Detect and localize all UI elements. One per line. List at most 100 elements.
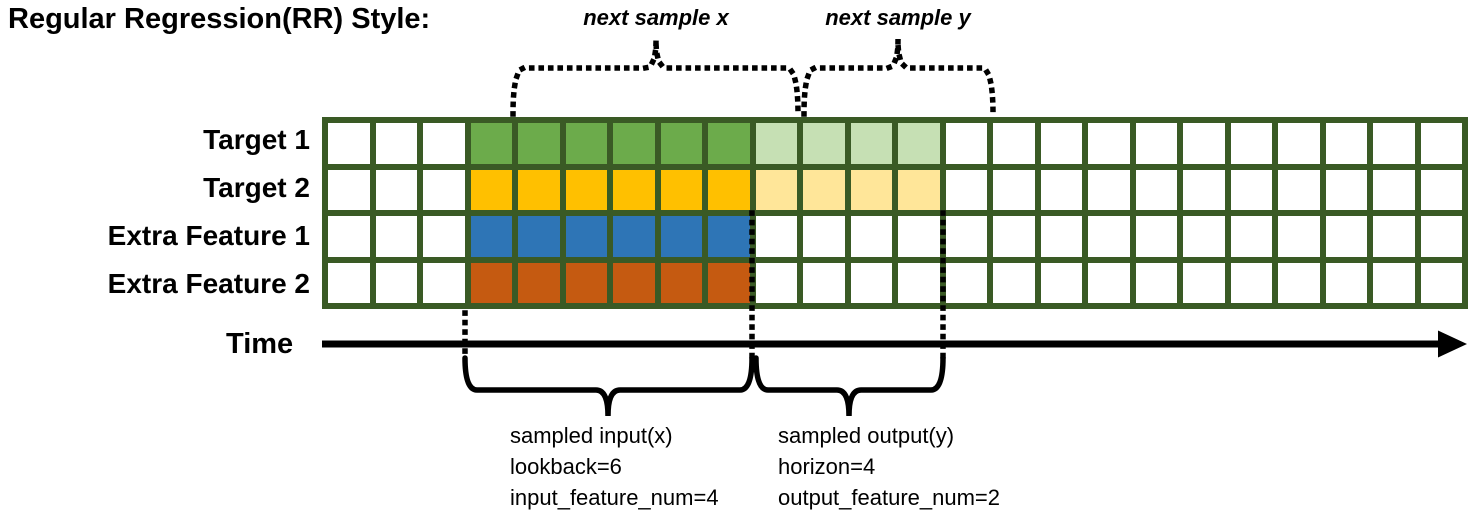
grid-cell — [1183, 169, 1225, 210]
grid-cell — [898, 169, 940, 210]
horizon-value: horizon=4 — [778, 454, 876, 479]
grid-cell — [423, 262, 465, 303]
grid-cell — [518, 216, 560, 257]
grid-cell — [1088, 169, 1130, 210]
grid-cell — [993, 262, 1035, 303]
grid-cell — [1135, 216, 1177, 257]
sampled-input-title: sampled input(x) — [510, 423, 673, 448]
grid-cell — [660, 262, 702, 303]
output-feature-num-value: output_feature_num=2 — [778, 485, 1001, 510]
grid-cell — [613, 123, 655, 164]
grid-cell — [1040, 216, 1082, 257]
grid-cell — [518, 123, 560, 164]
grid-cell — [850, 216, 892, 257]
grid-cell — [898, 123, 940, 164]
grid-cell — [1373, 262, 1415, 303]
grid-cell — [1373, 216, 1415, 257]
grid-cell — [1420, 123, 1462, 164]
grid-cell — [1230, 123, 1272, 164]
grid-cell — [1420, 169, 1462, 210]
grid-cell — [1420, 262, 1462, 303]
grid-cell — [470, 216, 512, 257]
grid-cell — [898, 262, 940, 303]
grid-cell — [1040, 262, 1082, 303]
grid-cell — [565, 123, 607, 164]
grid-cell — [1183, 262, 1225, 303]
next-sample-y-brace — [801, 39, 996, 117]
grid-cell — [993, 123, 1035, 164]
sampled-output-title: sampled output(y) — [778, 423, 955, 448]
row-label-extra-feature-2: Extra Feature 2 — [107, 268, 310, 299]
grid-cell — [613, 216, 655, 257]
grid-cell — [898, 216, 940, 257]
grid-cell — [708, 123, 750, 164]
grid-cell — [1088, 216, 1130, 257]
grid-cell — [660, 123, 702, 164]
grid-cell — [328, 169, 370, 210]
grid-cell — [470, 262, 512, 303]
grid-cell — [375, 169, 417, 210]
row-label-extra-feature-1: Extra Feature 1 — [107, 220, 310, 251]
grid-cell — [1325, 262, 1367, 303]
grid-cell — [328, 262, 370, 303]
next-sample-x-label: next sample x — [583, 5, 729, 30]
grid-cell — [1135, 123, 1177, 164]
grid-cell — [423, 169, 465, 210]
grid-cell — [423, 216, 465, 257]
grid-cell — [1230, 216, 1272, 257]
time-axis-arrowhead — [1438, 330, 1467, 358]
grid-cell — [660, 216, 702, 257]
sampled-input-brace — [462, 355, 755, 417]
grid-cell — [850, 123, 892, 164]
grid-cell — [1135, 169, 1177, 210]
grid-cell — [660, 169, 702, 210]
grid-cell — [1373, 169, 1415, 210]
grid-cell — [1088, 123, 1130, 164]
next-sample-x-brace — [510, 39, 801, 117]
grid-cell — [993, 169, 1035, 210]
grid-cell — [1325, 123, 1367, 164]
grid-cell — [803, 262, 845, 303]
grid-cell — [803, 169, 845, 210]
sampled-output-brace — [753, 355, 946, 417]
grid-cell — [470, 169, 512, 210]
grid-cell — [1278, 262, 1320, 303]
next-sample-y-label: next sample y — [825, 5, 971, 30]
grid-cell — [803, 123, 845, 164]
grid-cell — [850, 169, 892, 210]
grid-cell — [423, 123, 465, 164]
grid-cell — [1135, 262, 1177, 303]
grid-cell — [613, 169, 655, 210]
sampled-output-note: sampled output(y) horizon=4 output_featu… — [778, 420, 1000, 513]
grid-cell — [755, 262, 797, 303]
grid-cell — [1325, 169, 1367, 210]
grid-cell — [328, 123, 370, 164]
grid-cell — [613, 262, 655, 303]
grid-cell — [1230, 262, 1272, 303]
figure-title: Regular Regression(RR) Style: — [8, 3, 431, 35]
grid-cell — [1420, 216, 1462, 257]
grid-cell — [1278, 123, 1320, 164]
time-axis-label: Time — [226, 328, 294, 360]
grid-cell — [755, 123, 797, 164]
grid-cell — [1088, 262, 1130, 303]
grid-cell — [708, 216, 750, 257]
grid-cell — [375, 262, 417, 303]
input-feature-num-value: input_feature_num=4 — [510, 485, 719, 510]
grid-cell — [518, 169, 560, 210]
grid-cell — [1040, 123, 1082, 164]
grid-cell — [1325, 216, 1367, 257]
grid-cell — [375, 123, 417, 164]
grid-cell — [565, 262, 607, 303]
sampled-input-note: sampled input(x) lookback=6 input_featur… — [510, 420, 719, 513]
grid-cell — [993, 216, 1035, 257]
grid-cell — [1278, 216, 1320, 257]
grid-cell — [328, 216, 370, 257]
grid-cell — [1040, 169, 1082, 210]
row-label-target-2: Target 2 — [203, 172, 310, 203]
grid-cell — [470, 123, 512, 164]
grid-cell — [565, 216, 607, 257]
grid-cell — [708, 169, 750, 210]
grid-cell — [850, 262, 892, 303]
